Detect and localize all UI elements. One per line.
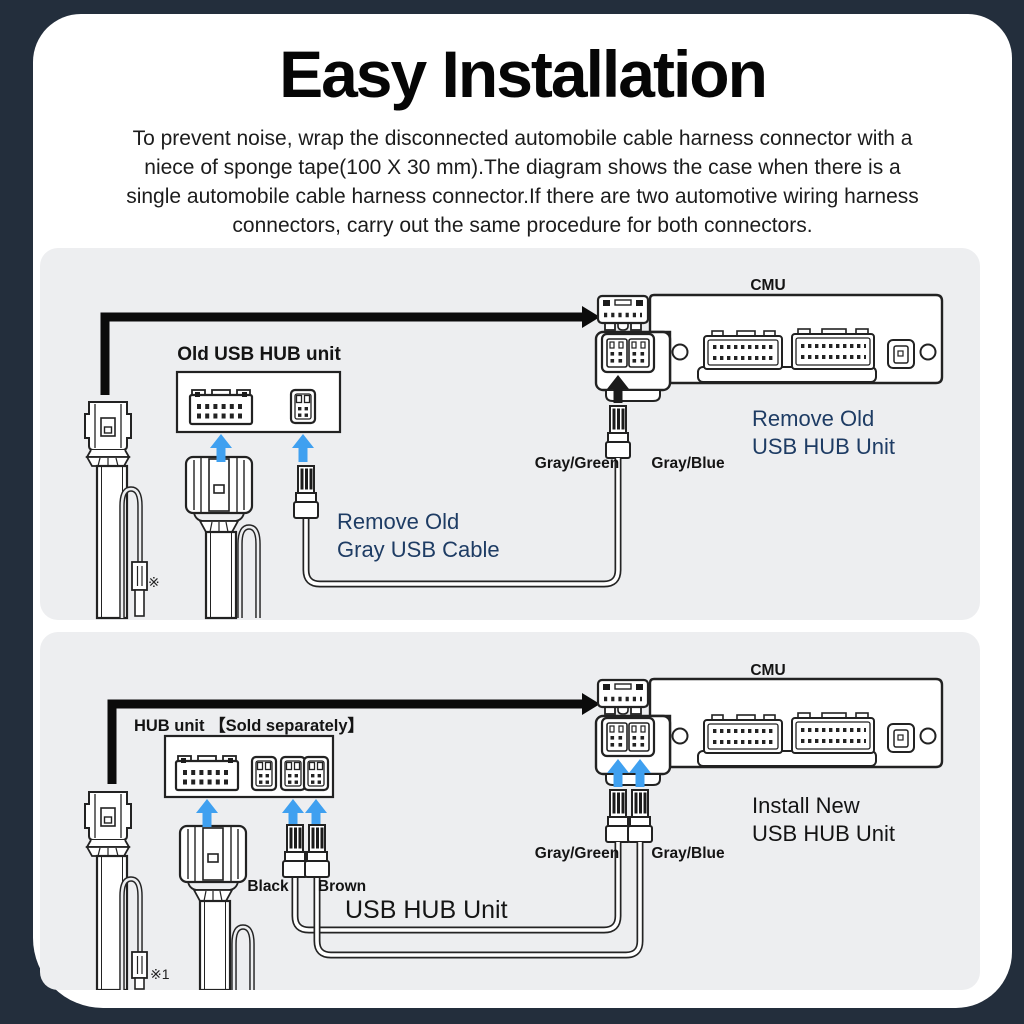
usb-cable-brown: [315, 842, 642, 957]
thin-wire: [120, 487, 142, 618]
thin-wire: [120, 877, 142, 990]
description-line: niece of sponge tape(100 X 30 mm).The di…: [144, 156, 901, 179]
gray-green-label: Gray/Green: [534, 455, 620, 472]
brown-wire-label: Brown: [317, 878, 367, 895]
install-new-usb-hub-unit-note: Install New USB HUB Unit: [752, 792, 895, 848]
usb-plug-icon: [293, 465, 319, 519]
gray-usb-cable: [304, 458, 620, 586]
description: To prevent noise, wrap the disconnected …: [33, 124, 1012, 240]
footnote-mark: ※1: [150, 966, 170, 982]
right-arrow-icon: [582, 306, 600, 328]
wrapped-connector-icon: [184, 455, 254, 534]
remove-old-gray-usb-cable-note: Remove Old Gray USB Cable: [337, 508, 500, 564]
usb-plug-icon: [282, 824, 308, 878]
description-line: single automobile cable harness connecto…: [126, 185, 919, 208]
thin-wire: [231, 924, 255, 990]
cmu-unit-drawing: [596, 295, 942, 401]
multi-pin-socket-icon: [190, 390, 252, 424]
note-line: Remove Old: [337, 509, 460, 534]
install-new-diagram: [84, 632, 980, 990]
wrapped-connector-icon: [178, 824, 248, 903]
remove-old-diagram: [84, 248, 980, 620]
usb-plug-icon: [605, 789, 631, 843]
blue-up-arrow-icon: [305, 799, 327, 827]
right-arrow-icon: [582, 693, 600, 715]
usb-plug-icon: [627, 789, 653, 843]
content-card: Easy Installation To prevent noise, wrap…: [33, 14, 1012, 1008]
wire-terminal-tip: [134, 977, 145, 990]
note-line: Install New: [752, 793, 860, 818]
cmu-label: CMU: [750, 662, 786, 679]
note-line: Gray USB Cable: [337, 537, 500, 562]
small-socket-icon: [279, 755, 307, 792]
thin-wire: [237, 524, 261, 618]
usb-cable-black: [293, 842, 620, 932]
description-line: To prevent noise, wrap the disconnected …: [132, 127, 913, 150]
gray-blue-label: Gray/Blue: [651, 455, 725, 472]
wire-terminal: [131, 951, 148, 979]
panel-install-new: CMU HUB unit 【Sold separately】 Black Bro…: [40, 632, 980, 990]
usb-plug-icon: [304, 824, 330, 878]
gray-green-label: Gray/Green: [534, 845, 620, 862]
note-line: Remove Old: [752, 406, 875, 431]
harness-connector-icon: [84, 791, 132, 857]
blue-up-arrow-icon: [292, 434, 314, 462]
panel-remove-old: CMU Old USB HUB unit Gray/Green Gray/Blu…: [40, 248, 980, 620]
blue-up-arrow-icon: [282, 799, 304, 827]
harness-route-line: [100, 312, 582, 395]
wire-terminal-tip: [134, 589, 145, 617]
description-line: connectors, carry out the same procedure…: [232, 214, 813, 237]
thin-wire: [232, 925, 254, 990]
gray-blue-label: Gray/Blue: [651, 845, 725, 862]
note-line: USB HUB Unit: [752, 821, 896, 846]
wire-terminal: [131, 561, 148, 591]
small-socket-icon: [289, 388, 317, 425]
old-usb-hub-unit-label: Old USB HUB unit: [177, 344, 341, 365]
harness-connector-icon: [84, 401, 132, 467]
remove-old-usb-hub-unit-note: Remove Old USB HUB Unit: [752, 405, 895, 461]
blue-up-arrow-icon: [196, 799, 218, 827]
note-line: USB HUB Unit: [752, 434, 896, 459]
thin-wire: [238, 525, 260, 618]
footnote-mark: ※: [148, 574, 160, 590]
black-wire-label: Black: [247, 878, 289, 895]
small-socket-icon: [250, 755, 278, 792]
harness-route-line: [107, 699, 582, 784]
usb-plug-icon: [605, 405, 631, 459]
page-title: Easy Installation: [279, 37, 768, 111]
small-socket-icon: [302, 755, 330, 792]
multi-pin-socket-icon: [176, 756, 238, 790]
cmu-label: CMU: [750, 277, 786, 294]
usb-hub-unit-label: USB HUB Unit: [345, 896, 508, 924]
hub-unit-sold-separately-label: HUB unit 【Sold separately】: [133, 717, 365, 735]
